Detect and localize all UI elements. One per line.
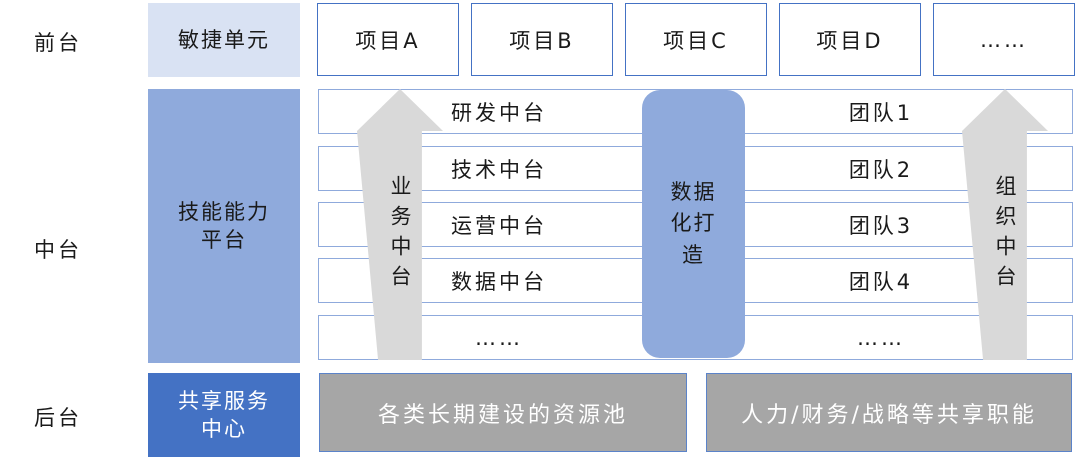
agile-unit-label: 敏捷单元 — [178, 27, 270, 52]
skill-platform-box: 技能能力平台 — [148, 89, 300, 363]
data-building-pillar: 数据化打造 — [642, 90, 745, 358]
shared-service-center-label: 共享服务中心 — [178, 388, 270, 441]
platform-label: 运营中台 — [451, 213, 547, 238]
data-building-label: 数据化打造 — [670, 179, 717, 267]
project-box-a: 项目A — [317, 3, 459, 76]
layer-label-front: 前台 — [34, 31, 82, 55]
team-label: …… — [857, 325, 905, 350]
business-platform-arrow-label: 业务中台 — [388, 175, 412, 295]
project-label: …… — [980, 27, 1028, 52]
team-label: 团队3 — [848, 213, 914, 238]
shared-functions-label: 人力/财务/战略等共享职能 — [741, 402, 1037, 428]
projects-row: 项目A 项目B 项目C 项目D …… — [317, 3, 1075, 76]
team-label: 团队2 — [848, 157, 914, 182]
layer-label-middle: 中台 — [34, 238, 82, 262]
project-box-more: …… — [933, 3, 1075, 76]
team-label: 团队4 — [848, 269, 914, 294]
platform-label: 研发中台 — [451, 100, 547, 125]
project-label: 项目D — [816, 28, 884, 53]
project-label: 项目A — [355, 28, 421, 53]
team-label: 团队1 — [848, 100, 914, 125]
resource-pool-box: 各类长期建设的资源池 — [319, 373, 687, 452]
skill-platform-label: 技能能力平台 — [178, 199, 270, 252]
project-box-c: 项目C — [625, 3, 767, 76]
project-label: 项目B — [509, 28, 575, 53]
project-box-b: 项目B — [471, 3, 613, 76]
shared-functions-box: 人力/财务/战略等共享职能 — [706, 373, 1072, 452]
platform-label: 技术中台 — [451, 157, 547, 182]
agile-unit-box: 敏捷单元 — [148, 3, 300, 77]
platform-label: 数据中台 — [451, 269, 547, 294]
project-box-d: 项目D — [779, 3, 921, 76]
layer-label-back: 后台 — [34, 406, 82, 430]
resource-pool-label: 各类长期建设的资源池 — [377, 402, 628, 428]
organization-platform-arrow-label: 组织中台 — [993, 175, 1017, 295]
shared-service-center-box: 共享服务中心 — [148, 373, 300, 457]
project-label: 项目C — [663, 28, 729, 53]
platform-label: …… — [475, 325, 523, 350]
